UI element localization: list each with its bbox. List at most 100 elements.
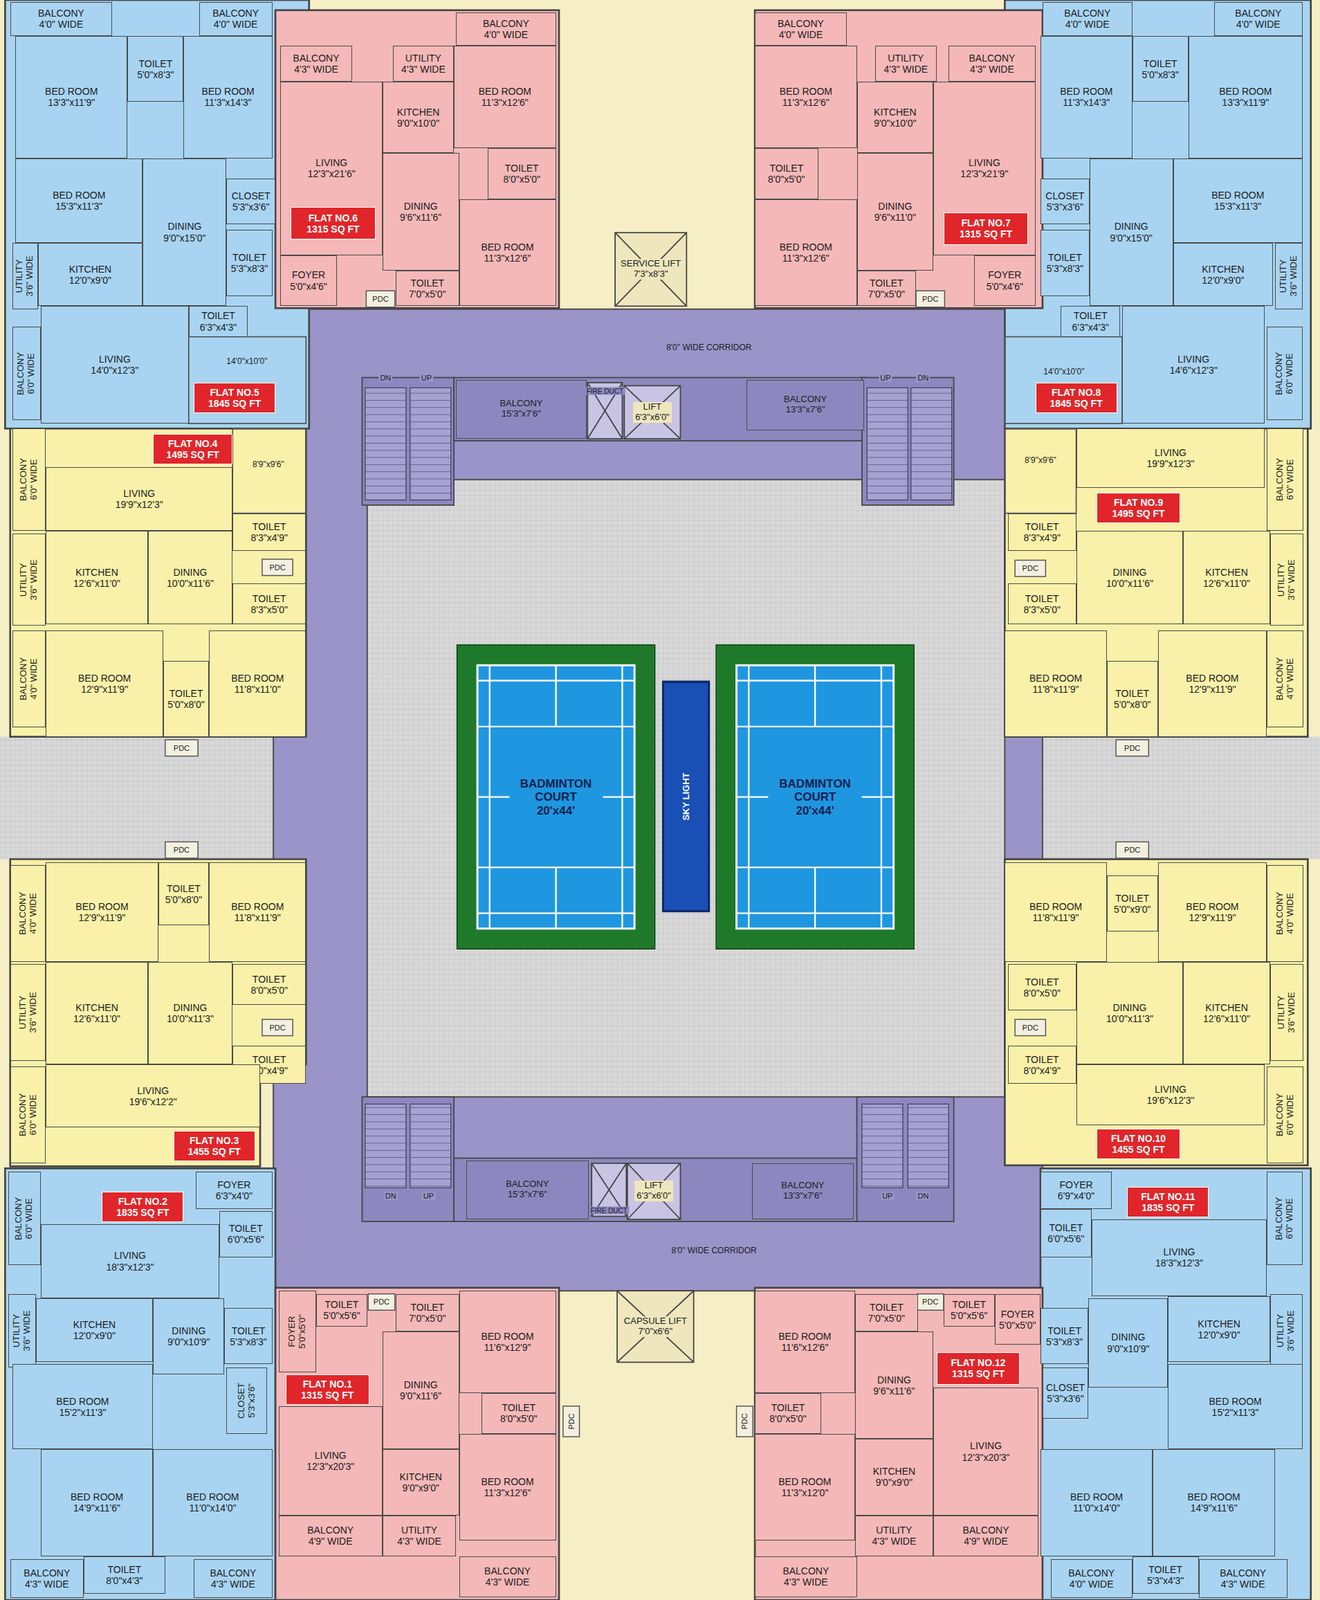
room-name: BED ROOM [1029,672,1083,684]
text-group: BALCONY4'3" WIDE [782,1564,829,1588]
room-size: 1495 SQ FT [166,448,220,461]
room-size: 9'0"x9'0" [873,1476,916,1488]
room-box: BED ROOM11'0"x14'0" [152,1448,273,1556]
room-size: 3'6" WIDE [1286,1309,1297,1351]
room-name: BADMINTON COURT [768,776,863,804]
text-group: FLAT NO.31455 SQ FT [187,1134,241,1157]
text-group: FLAT NO.51845 SQ FT [208,386,261,409]
room-box: TOILET8'0"x5'0" [487,148,557,200]
text-group: BED ROOM11'3"x14'3" [201,85,254,108]
lift-shaft: LIFT6'3"x6'0" [624,385,681,439]
room-size: 12'0"x9'0" [69,274,112,286]
text-group: DINING9'6"x11'0" [874,200,916,223]
room-name: DINING [873,1373,915,1386]
room-name: KITCHEN [873,1465,916,1477]
room-box: FOYER6'9"x4'0" [1040,1171,1112,1210]
room-box: TOILET8'3"x5'0" [1007,583,1077,625]
text-group: LIVING12'3"x20'3" [962,1439,1011,1462]
room-size: 5'0"x8'0" [165,893,203,905]
room-box: UTILITY4'3" WIDE [855,1515,934,1556]
room-name: TOILET [1023,975,1060,987]
room-box: BALCONY4'0" WIDE [1266,864,1304,962]
text-group: TOILET5'0"x8'0" [165,882,203,905]
core-balcony: BALCONY13'3"x7'6" [752,1162,854,1219]
room-name: TOILET [136,57,174,69]
room-name: TOILET [199,309,237,322]
text-group: DINING9'6"x11'6" [399,200,442,223]
room-size: 20'x44' [509,803,603,818]
room-name: CLOSET [231,190,271,202]
text-group: TOILET5'3"x8'3" [229,1324,267,1347]
room-name: TOILET [868,1301,905,1313]
room-box: BED ROOM11'3"x12'6" [754,199,857,307]
room-name: DINING [166,565,214,577]
lift-shaft: LIFT6'3"x6'0" [627,1162,681,1219]
room-box: UTILITY3'6" WIDE [8,1293,36,1368]
room-name: TOILET [1046,251,1084,263]
room-size: 4'3" WIDE [401,63,446,75]
room-size: 9'0"x15'0" [1110,231,1153,243]
text-group: TOILET7'0"x5'0" [408,276,446,299]
room-name: TOILET [1023,592,1060,604]
text-group: TOILET8'3"x4'9" [1023,520,1060,544]
room-box: BED ROOM15'3"x11'3" [15,158,143,243]
plan-label: DN [915,373,930,382]
room-name: TOILET [408,1301,446,1313]
plan-label: 8'9"x9'6" [1023,456,1058,466]
room-box: LIVING14'6"x12'3" [1122,305,1265,424]
text-group: UTILITY3'6" WIDE [1276,558,1298,600]
text-group: LIVING12'3"x21'6" [307,157,356,180]
room-box: KITCHEN12'6"x11'0" [45,961,148,1064]
text-group: UTILITY3'6" WIDE [11,1309,33,1351]
room-size: 13'3"x7'6" [781,1190,824,1202]
plan-label: 8'0" WIDE CORRIDOR [664,343,753,353]
room-size: 6'0" WIDE [28,1093,39,1136]
text-group: LIVING18'3"x12'3" [105,1249,154,1272]
text-group: KITCHEN12'6"x11'0" [73,565,121,589]
text-group: TOILET8'0"x5'0" [1023,975,1060,998]
room-size: 4'3" WIDE [968,63,1015,75]
flat-outlines [4,0,1311,1600]
text-group: BALCONY4'0" WIDE [1234,7,1282,30]
text-group: KITCHEN12'0"x9'0" [73,1318,116,1341]
text-group: BED ROOM11'8"x11'0" [231,672,284,695]
text-group: FOYER5'0"x4'6" [986,269,1024,292]
room-size: 1835 SQ FT [1140,1201,1195,1213]
room-size: 3'6" WIDE [1286,558,1298,600]
text-group: SKY LIGHT [680,772,692,820]
room-name: BALCONY [212,7,259,19]
plan-label: PDC [1021,1023,1040,1032]
room-size: 5'0"x8'3" [136,69,174,81]
room-name: CAPSULE LIFT [621,1315,690,1327]
room-name: BALCONY [18,657,30,701]
room-name: TOILET [1072,309,1109,322]
room-size: 6'0" WIDE [24,1196,35,1240]
room-name: BED ROOM [52,189,106,201]
text-group: KITCHEN9'0"x9'0" [399,1470,442,1493]
room-box: TOILET5'0"x8'0" [1106,660,1159,737]
text-group: FLAT NO.111835 SQ FT [1140,1190,1195,1213]
text-group: TOILET5'0"x8'3" [136,57,174,80]
room-box: KITCHEN12'6"x11'0" [45,530,148,625]
flat-label: FLAT NO.41495 SQ FT [152,433,233,465]
room-size: 11'3"x12'6" [480,1486,534,1498]
text-group: CLOSET5'3"x3'6" [1046,1381,1085,1404]
text-group: BALCONY4'0" WIDE [482,17,530,41]
room-box: BED ROOM14'9"x11'6" [40,1448,153,1556]
room-size: 1845 SQ FT [1049,397,1103,409]
room-size: 4'0" WIDE [482,29,530,41]
room-box: BED ROOM13'3"x11'9" [15,35,128,159]
room-box: FOYER6'3"x4'0" [195,1171,273,1210]
room-size: 14'0"x12'3" [90,364,139,376]
room-box: BALCONY6'0" WIDE [1266,1066,1304,1163]
room-box: DINING10'0"x11'3" [1076,961,1184,1064]
plan-label: UP [878,373,892,382]
room-size: 5'0"x9'0" [1113,903,1151,915]
room-size: 8'0"x5'0" [1023,987,1060,999]
text-group: BALCONY6'0" WIDE [1275,1093,1296,1136]
room-size: 11'8"x11'9" [231,911,284,923]
room-size: 8'0"x4'3" [105,1574,143,1586]
room-name: BED ROOM [1059,85,1113,97]
room-size: 15'3"x11'3" [1211,200,1264,212]
text-group: LIVING18'3"x12'3" [1155,1245,1204,1269]
